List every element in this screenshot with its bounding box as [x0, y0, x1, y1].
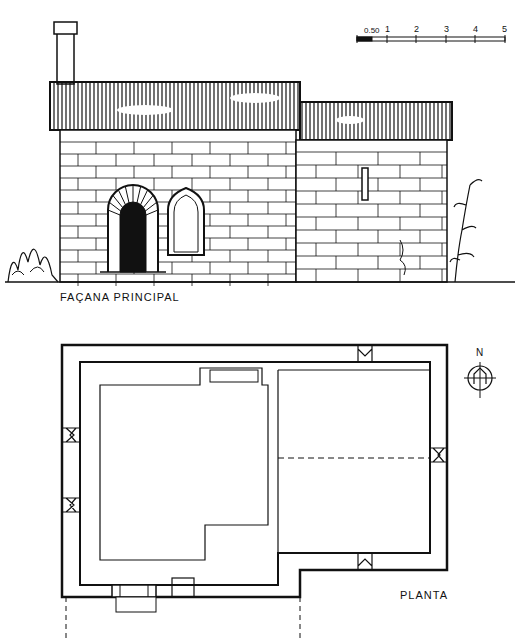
- view-title: FAÇANA PRINCIPAL: [60, 292, 180, 303]
- north-label: N: [476, 348, 483, 358]
- scale-number: 5: [502, 25, 507, 34]
- scale-number: 4: [473, 25, 478, 34]
- scale-number: 3: [444, 25, 449, 34]
- scale-number: 2: [414, 25, 419, 34]
- scale-number: 0.50: [364, 27, 380, 35]
- view-title: PLANTA: [400, 590, 448, 601]
- scale-bar: [357, 35, 505, 43]
- scale-number: 1: [385, 25, 390, 34]
- main-facade: [5, 22, 515, 286]
- floor-plan: [62, 345, 496, 639]
